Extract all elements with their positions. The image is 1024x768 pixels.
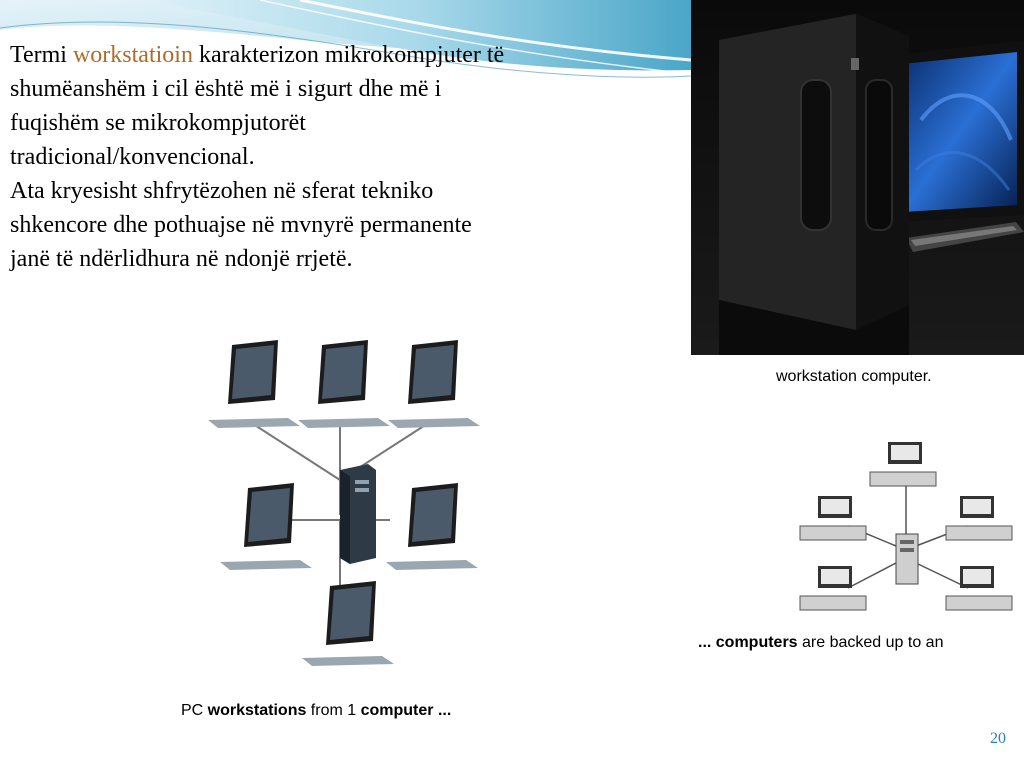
paragraph-definition: Termi workstatioin karakterizon mikrokom… — [10, 38, 510, 174]
caption-pc-bold-computer: computer ... — [360, 702, 452, 719]
caption-pc-bold-workstations: workstations — [207, 702, 307, 719]
workstation-tower-image — [691, 0, 1024, 355]
caption-pc-workstations: PC workstations from 1 computer ... — [181, 702, 451, 720]
workstation-photo — [691, 0, 1024, 355]
desktop-pc-icon — [799, 566, 867, 611]
header-wave-decoration — [0, 0, 692, 78]
monitor-icon — [302, 581, 394, 666]
definition-rest: karakterizon mikrokompjuter të shumëansh… — [10, 42, 505, 170]
monitor-icon — [208, 340, 300, 428]
star-network-image — [208, 340, 480, 666]
network-diagram-monitors — [190, 330, 492, 678]
caption-backup-bold: ... computers — [698, 634, 798, 651]
monitor-icon — [386, 483, 478, 570]
desktop-pc-icon — [869, 442, 937, 487]
caption-pc-prefix: PC — [181, 702, 208, 719]
definition-prefix: Termi — [10, 42, 73, 68]
desktop-pc-icon — [945, 496, 1013, 541]
caption-pc-middle: from 1 — [306, 702, 361, 719]
server-tower-icon — [895, 533, 919, 585]
page-number: 20 — [990, 730, 1006, 747]
monitor-icon — [298, 340, 390, 428]
server-tower-icon — [340, 464, 376, 564]
desktop-pc-icon — [945, 566, 1013, 611]
caption-workstation-photo: workstation computer. — [776, 368, 932, 385]
desktop-network-image — [799, 442, 1013, 611]
monitor-icon — [220, 483, 312, 570]
paragraph-usage: Ata kryesisht shfrytëzohen në sferat tek… — [10, 178, 472, 272]
highlighted-term: workstatioin — [72, 42, 193, 68]
desktop-pc-icon — [799, 496, 867, 541]
body-text: Termi workstatioin karakterizon mikrokom… — [10, 38, 510, 276]
caption-backup-rest: are backed up to an — [797, 634, 944, 651]
network-diagram-desktops — [798, 438, 1020, 620]
monitor-icon — [388, 340, 480, 428]
caption-backup: ... computers are backed up to an — [698, 632, 958, 654]
